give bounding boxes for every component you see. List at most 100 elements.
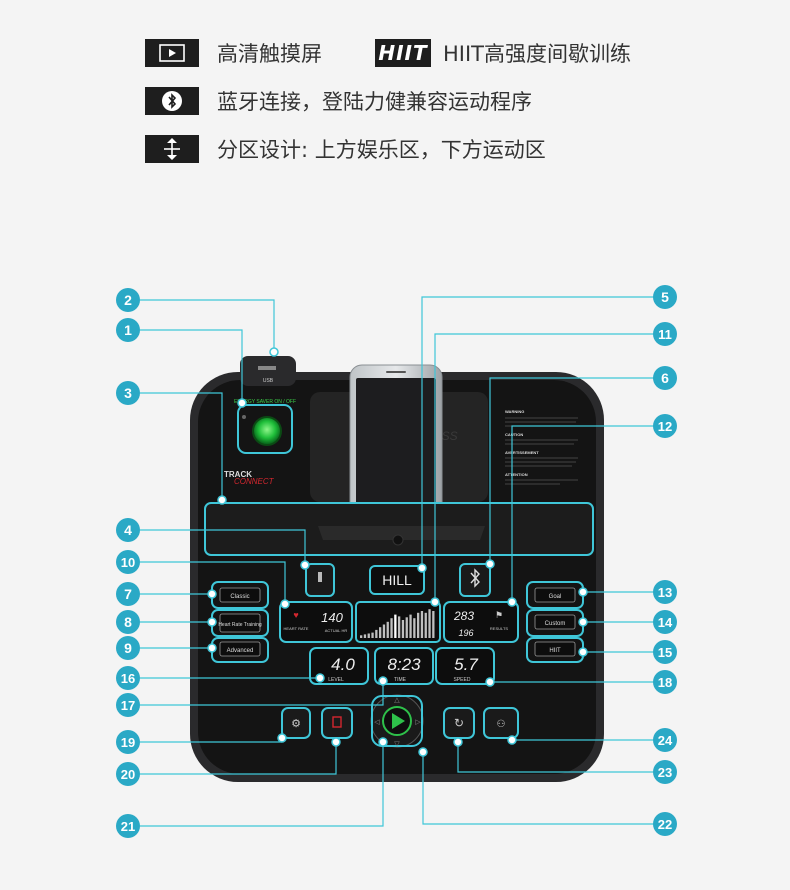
- callout-number: 4: [124, 522, 132, 538]
- program-display: [369, 565, 425, 595]
- hiit-button[interactable]: [534, 641, 576, 657]
- callout-number: 17: [121, 698, 135, 713]
- callout-badge: [116, 610, 140, 634]
- callout-number: 12: [658, 419, 672, 434]
- callout-badge: [653, 670, 677, 694]
- callout-number: 7: [124, 586, 132, 602]
- custom-button[interactable]: [534, 614, 576, 630]
- play-icon: [392, 713, 405, 729]
- callout-number: 3: [124, 385, 132, 401]
- feature-text: 蓝牙连接，登陆力健兼容运动程序: [217, 90, 532, 114]
- feature-split: 分区设计: 上方娱乐区，下方运动区: [145, 134, 546, 164]
- stop-icon: [332, 716, 342, 728]
- results-value-top: 283: [453, 609, 474, 623]
- speed-display: [435, 647, 495, 685]
- profile-bar: [405, 617, 408, 638]
- users-icon: ⚇: [497, 719, 506, 730]
- callout-number: 9: [124, 640, 132, 656]
- level-display: [309, 647, 369, 685]
- callout-number: 23: [658, 765, 672, 780]
- profile-bar: [367, 633, 370, 638]
- callout-badge: [116, 730, 140, 754]
- callout-number: 21: [121, 819, 135, 834]
- callout-number: 6: [661, 370, 669, 386]
- callout-number: 5: [661, 289, 669, 305]
- goal-button[interactable]: [534, 587, 576, 603]
- callout-number: 24: [658, 733, 673, 748]
- profile-bar: [417, 612, 420, 638]
- stop-button[interactable]: [321, 707, 353, 739]
- profile-bar: [398, 616, 401, 638]
- feature-hiit: HIIT HIIT高强度间歇训练: [375, 38, 631, 68]
- heart-icon: ♥: [293, 610, 298, 620]
- hiit-button-label: HIIT: [549, 648, 561, 654]
- callout-badge: [116, 693, 140, 717]
- callout-number: 10: [121, 555, 135, 570]
- profile-bar: [413, 618, 416, 638]
- avertissement-title: AVERTISSEMENT: [505, 450, 539, 455]
- profile-bars: [360, 609, 435, 638]
- results-label: RESULTS: [490, 626, 508, 631]
- tray-button: [392, 534, 404, 546]
- heart-rate-training-button[interactable]: [219, 613, 261, 633]
- callout-badge: [116, 550, 140, 574]
- callout-badge: [653, 610, 677, 634]
- callout-number: 16: [121, 671, 135, 686]
- usb-label: USB: [263, 378, 274, 384]
- heart-rate-display: [279, 601, 353, 643]
- multi-user-button[interactable]: [483, 707, 519, 739]
- settings-button[interactable]: [281, 707, 311, 739]
- callout-badge: [116, 582, 140, 606]
- speed-value: 5.7: [454, 655, 478, 674]
- split-arrows-icon: [145, 135, 199, 163]
- callout-badge: [116, 318, 140, 342]
- callout-number: 14: [658, 615, 673, 630]
- profile-bar: [371, 632, 374, 638]
- right-arrow-icon: ▷: [415, 719, 421, 726]
- classic-button[interactable]: [219, 587, 261, 603]
- up-arrow-icon: △: [394, 697, 400, 704]
- callout-number: 8: [124, 614, 132, 630]
- left-arrow-icon: ◁: [374, 719, 380, 726]
- tray-slot: [318, 526, 485, 540]
- callout-number: 22: [658, 817, 672, 832]
- dial-highlight: [371, 695, 423, 747]
- warning-text-lines: [505, 417, 578, 485]
- power-button[interactable]: [252, 416, 282, 446]
- phone-speaker: [386, 371, 406, 373]
- callout-badge: [116, 814, 140, 838]
- custom-button-label: Custom: [545, 621, 566, 627]
- profile-bar: [390, 618, 393, 638]
- callout-number: 11: [658, 327, 672, 342]
- callout-badge: [653, 760, 677, 784]
- callout-lines: [140, 296, 665, 827]
- profile-bar: [409, 614, 412, 638]
- usb-port[interactable]: [240, 356, 296, 386]
- callout-badge: [653, 366, 677, 390]
- callout-badge: [116, 762, 140, 786]
- feature-bluetooth: 蓝牙连接，登陆力健兼容运动程序: [145, 86, 532, 116]
- power-highlight: [237, 404, 293, 454]
- profile-bar: [382, 624, 386, 638]
- callout-number: 19: [121, 735, 135, 750]
- goal-button-label: Goal: [549, 594, 562, 600]
- advanced-button[interactable]: [219, 641, 261, 657]
- bluetooth-icon: [145, 87, 199, 115]
- callout-badge: [116, 518, 140, 542]
- heart-rate-training-label: Heart Rate Training: [218, 622, 262, 628]
- feature-text: HIIT高强度间歇训练: [443, 42, 632, 66]
- heart-rate-label: HEART RATE: [284, 626, 309, 631]
- callout-number: 20: [121, 767, 135, 782]
- callout-badge: [653, 285, 677, 309]
- callout-badge: [653, 580, 677, 604]
- down-arrow-icon: ▽: [394, 741, 400, 748]
- profile-bar: [424, 612, 427, 638]
- profile-bar: [375, 629, 378, 638]
- callout-number: 18: [658, 675, 672, 690]
- program-display-text: HILL: [382, 572, 412, 588]
- callout-number: 13: [658, 585, 672, 600]
- warning-label: [500, 400, 584, 490]
- callout-badge: [653, 812, 677, 836]
